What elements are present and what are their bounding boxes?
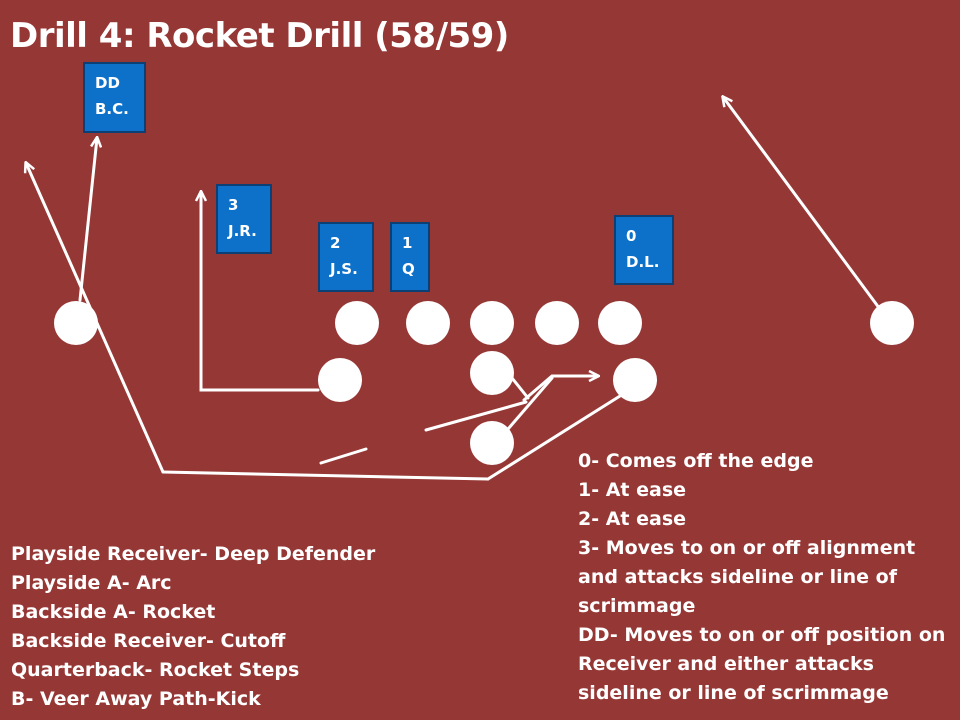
player-line-2 bbox=[406, 301, 450, 345]
player-wide-right bbox=[870, 301, 914, 345]
route-dd-arrow bbox=[78, 138, 97, 302]
defender-three-initials: J.R. bbox=[228, 222, 257, 240]
route-three-arrow bbox=[201, 192, 320, 392]
defender-one-number: 1 bbox=[402, 234, 413, 252]
player-wide-left bbox=[54, 301, 98, 345]
defender-box-dd: DD B.C. bbox=[83, 62, 146, 133]
player-backside-a bbox=[318, 358, 362, 402]
player-quarterback bbox=[470, 351, 514, 395]
assignment-line: Backside Receiver- Cutoff bbox=[11, 630, 286, 652]
player-line-1 bbox=[335, 301, 379, 345]
defender-two-number: 2 bbox=[330, 234, 341, 252]
defense-note: DD- Moves to on or off position on Recei… bbox=[578, 624, 946, 704]
assignment-line: Playside Receiver- Deep Defender bbox=[11, 543, 376, 565]
defender-box-one: 1 Q bbox=[390, 222, 430, 292]
defender-box-zero: 0 D.L. bbox=[614, 215, 674, 285]
defender-zero-initials: D.L. bbox=[626, 253, 660, 271]
assignment-line: Quarterback- Rocket Steps bbox=[11, 659, 300, 681]
defender-two-initials: J.S. bbox=[330, 260, 358, 278]
defense-assignments: 0- Comes off the edge 1- At ease 2- At e… bbox=[578, 447, 958, 708]
defense-note: 0- Comes off the edge bbox=[578, 450, 814, 472]
defense-note: 3- Moves to on or off alignment and atta… bbox=[578, 537, 916, 617]
defender-dd-number: DD bbox=[95, 74, 120, 92]
route-rocket-arrow bbox=[522, 376, 598, 402]
defender-three-number: 3 bbox=[228, 196, 239, 214]
route-receiver-deep bbox=[161, 470, 490, 481]
player-line-3 bbox=[470, 301, 514, 345]
defense-note: 1- At ease bbox=[578, 479, 687, 501]
slide-title: Drill 4: Rocket Drill (58/59) bbox=[10, 16, 509, 56]
defender-one-initials: Q bbox=[402, 260, 415, 278]
offense-assignments: Playside Receiver- Deep Defender Playsid… bbox=[11, 540, 375, 714]
player-b-back bbox=[470, 421, 514, 465]
assignment-line: Playside A- Arc bbox=[11, 572, 172, 594]
defender-dd-initials: B.C. bbox=[95, 100, 129, 118]
defender-box-two: 2 J.S. bbox=[318, 222, 374, 292]
defender-zero-number: 0 bbox=[626, 227, 637, 245]
route-dash-line bbox=[319, 447, 368, 465]
assignment-line: B- Veer Away Path-Kick bbox=[11, 688, 261, 710]
route-tail-line bbox=[486, 394, 622, 481]
route-edge-arrow bbox=[723, 97, 890, 322]
route-b-line bbox=[510, 376, 530, 400]
player-line-5 bbox=[598, 301, 642, 345]
route-veer-line bbox=[424, 400, 528, 432]
player-line-4 bbox=[535, 301, 579, 345]
defender-box-three: 3 J.R. bbox=[216, 184, 272, 254]
player-playside-a bbox=[613, 358, 657, 402]
assignment-line: Backside A- Rocket bbox=[11, 601, 216, 623]
defense-note: 2- At ease bbox=[578, 508, 687, 530]
